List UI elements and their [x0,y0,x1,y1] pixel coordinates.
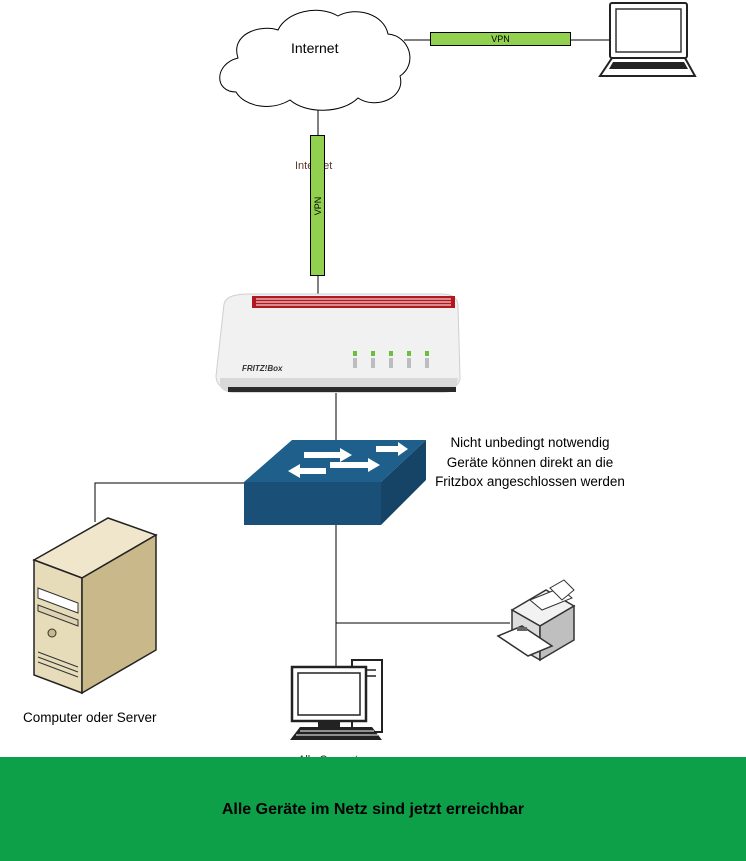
desktop-computer-icon [290,659,383,740]
switch-icon [244,440,426,525]
vpn-vertical-label: VPN [312,196,323,215]
server-icon [32,517,158,695]
link-switch-to-server [94,482,244,522]
switch-arrow-2 [376,442,408,456]
vpn-link-vertical: VPN [310,135,325,276]
switch-arrow-4 [288,464,326,478]
cloud-icon [219,9,411,111]
laptop-icon [598,2,697,77]
router-icon: FRITZ!Box [215,293,461,393]
network-diagram: FRITZ!Box [32,2,697,740]
router-brand-text: FRITZ!Box [242,364,283,373]
connection-lines [94,39,648,668]
switch-arrow-3 [330,458,380,472]
footer-banner: Alle Geräte im Netz sind jetzt erreichba… [0,757,746,861]
cloud-label: Internet [291,40,339,56]
switch-arrow-1 [304,448,352,462]
printer-icon [496,579,576,662]
server-label: Computer oder Server [23,710,157,725]
vpn-link-horizontal: VPN [430,32,571,46]
footer-text: Alle Geräte im Netz sind jetzt erreichba… [221,801,525,818]
vpn-horizontal-label: VPN [491,34,510,44]
switch-note: Nicht unbedingt notwendig Geräte können … [435,435,625,489]
